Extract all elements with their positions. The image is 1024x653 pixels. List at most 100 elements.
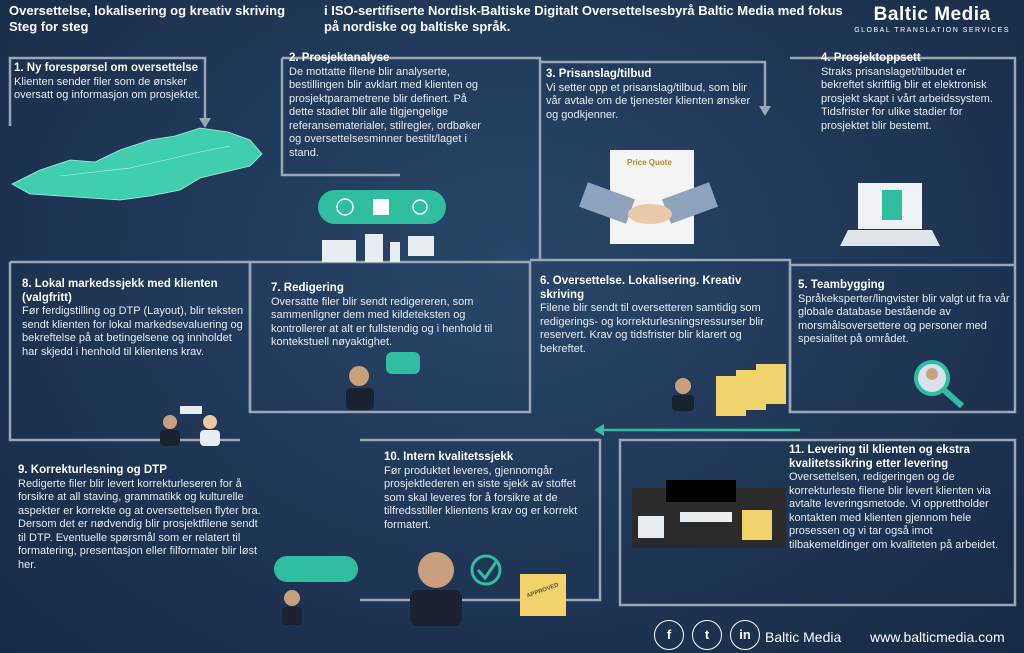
baltic-media-logo: Baltic Media GLOBAL TRANSLATION SERVICES — [854, 4, 1010, 34]
path-step8 — [10, 260, 252, 412]
step-8-title: 8. Lokal markedssjekk med klienten (valg… — [22, 278, 218, 304]
step-2: 2. Prosjektanalyse De mottatte filene bl… — [289, 52, 489, 160]
price-quote-label: Price Quote — [627, 158, 672, 167]
step-1: 1. Ny forespørsel om oversettelse Klient… — [14, 62, 214, 103]
step-8-body: Før ferdigstilling og DTP (Layout), blir… — [22, 305, 244, 358]
step-9-title: 9. Korrekturlesning og DTP — [18, 464, 167, 476]
book-icon — [373, 199, 389, 215]
step-4-title: 4. Prosjektoppsett — [821, 52, 921, 64]
step-3-body: Vi setter opp et prisanslag/tilbud, som … — [546, 81, 751, 121]
path-step6 — [530, 258, 792, 412]
path-step11 — [618, 438, 1017, 607]
translator-avatar-head — [675, 378, 691, 394]
step-2-body: De mottatte filene blir analyserte, best… — [289, 65, 481, 159]
step-6: 6. Oversettelse. Lokalisering. Kreativ s… — [540, 275, 780, 356]
step-11-title: 11. Levering til klienten og ekstra kval… — [789, 444, 970, 470]
project-laptop-doc — [882, 190, 902, 220]
monitor-icon — [408, 236, 434, 256]
step-7-body: Oversatte filer blir sendt redigereren, … — [271, 295, 493, 349]
footer-brand: Baltic Media — [765, 629, 842, 645]
linkedin-icon[interactable]: in — [730, 620, 760, 650]
folder-icon — [756, 364, 786, 404]
step-1-title: 1. Ny forespørsel om oversettelse — [14, 62, 199, 74]
logo-name: Baltic Media — [873, 4, 991, 25]
exchange-arrow-box — [180, 406, 202, 414]
translator-avatar-body — [672, 395, 694, 411]
step-9-body: Redigerte filer blir levert korrekturles… — [18, 477, 261, 517]
step-10-body: Før produktet leveres, gjennomgår prosje… — [384, 464, 578, 531]
client-avatar-body — [160, 430, 180, 446]
reviewer-avatar-head — [203, 415, 217, 429]
handshake-right-sleeve — [662, 182, 718, 224]
project-laptop-base — [840, 230, 940, 246]
gear-icon — [412, 199, 428, 215]
path-step2-3 — [282, 56, 542, 260]
reviewer-avatar-body — [200, 430, 220, 446]
twitter-icon[interactable]: t — [692, 620, 722, 650]
step-5-title: 5. Teambygging — [798, 279, 885, 291]
step-10-title: 10. Intern kvalitetssjekk — [384, 451, 514, 463]
arrow-step3 — [759, 106, 771, 116]
proofreader-avatar-body — [282, 607, 302, 625]
header-left-title: Oversettelse, lokalisering og kreativ sk… — [9, 3, 309, 35]
step-6-body: Filene blir sendt til oversetteren samti… — [540, 302, 764, 355]
manager-avatar-head — [418, 552, 454, 588]
facebook-icon[interactable]: f — [654, 620, 684, 650]
path-step3 — [540, 60, 767, 108]
manager-avatar-body — [410, 590, 462, 626]
delivery-keyboard — [680, 512, 732, 522]
handshake-left-sleeve — [579, 182, 635, 224]
delivery-monitor — [666, 480, 736, 502]
tablet-icon — [365, 234, 383, 262]
path-step4 — [790, 56, 1017, 265]
step-11: 11. Levering til klienten og ekstra kval… — [789, 444, 1011, 552]
step-3-title: 3. Prisanslag/tilbud — [546, 68, 652, 80]
step-6-title: 6. Oversettelse. Lokalisering. Kreativ s… — [540, 275, 742, 301]
magnifier-handle — [942, 387, 964, 409]
checkmark-icon — [470, 554, 502, 586]
teal-arrow-head — [594, 424, 604, 436]
delivery-notebook — [638, 516, 664, 538]
approved-folder — [520, 574, 566, 616]
proofreader-avatar-head — [284, 590, 300, 606]
step-5-body: Språkeksperter/lingvister blir valgt ut … — [798, 292, 1010, 346]
path-step2 — [280, 58, 400, 177]
laptop-icon — [322, 240, 356, 262]
logo-tagline: GLOBAL TRANSLATION SERVICES — [854, 27, 1010, 34]
checkmark-tick — [476, 561, 498, 581]
step-2-title: 2. Prosjektanalyse — [289, 52, 390, 64]
header-left-line1: Oversettelse, lokalisering og kreativ sk… — [9, 3, 286, 18]
step-4: 4. Prosjektoppsett Straks prisanslaget/t… — [821, 52, 1011, 133]
delivery-folder — [742, 510, 772, 540]
step-8: 8. Lokal markedssjekk med klienten (valg… — [22, 278, 244, 359]
europe-map — [11, 127, 263, 201]
step-4-body: Straks prisanslaget/tilbudet er bekrefte… — [821, 65, 993, 132]
client-avatar-head — [163, 415, 177, 429]
step-3: 3. Prisanslag/tilbud Vi setter opp et pr… — [546, 68, 751, 122]
header-center-line2: på nordiske og baltiske språk. — [324, 19, 511, 34]
path-step10 — [360, 438, 602, 602]
proofreading-bubble — [274, 556, 358, 582]
header-center-title: i ISO-sertifiserte Nordisk-Baltiske Digi… — [324, 3, 864, 35]
footer-url[interactable]: www.balticmedia.com — [870, 629, 1005, 645]
step-9-body-2: Dersom det er nødvendig blir prosjektfil… — [18, 518, 258, 571]
step-11-body: Oversettelsen, redigeringen og de korrek… — [789, 471, 999, 551]
editor-avatar-head — [349, 366, 369, 386]
step-10: 10. Intern kvalitetssjekk Før produktet … — [384, 451, 594, 532]
step-9: 9. Korrekturlesning og DTP Redigerte fil… — [18, 464, 268, 572]
path-step1 — [8, 56, 207, 126]
editor-avatar-body — [346, 388, 374, 410]
candidate-avatar — [926, 368, 938, 380]
handshake-icon — [628, 204, 672, 224]
header-left-line2: Steg for steg — [9, 19, 89, 34]
arrow-step1 — [199, 118, 211, 128]
step-1-body: Klienten sender filer som de ønsker over… — [14, 75, 201, 102]
step-7-title: 7. Redigering — [271, 282, 344, 294]
step-7: 7. Redigering Oversatte filer blir sendt… — [271, 282, 501, 350]
globe-icon — [336, 198, 354, 216]
step-5: 5. Teambygging Språkeksperter/lingvister… — [798, 279, 1012, 347]
edit-bubble — [386, 352, 420, 374]
header-center-line1: i ISO-sertifiserte Nordisk-Baltiske Digi… — [324, 3, 843, 18]
